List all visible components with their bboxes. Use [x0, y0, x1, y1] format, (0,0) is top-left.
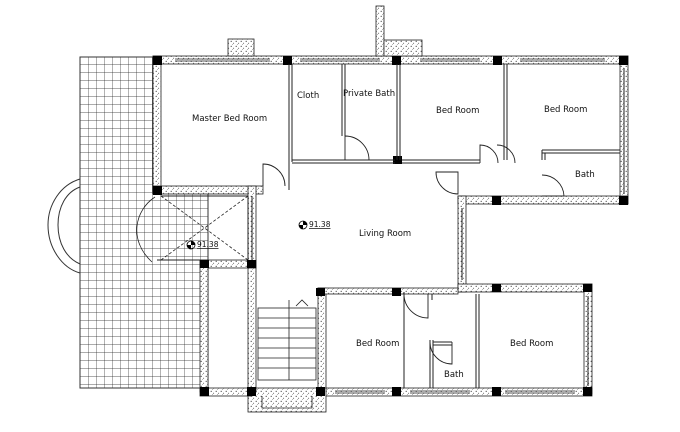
room-label-master-bed: Master Bed Room	[192, 114, 267, 124]
stairs	[257, 299, 317, 409]
room-label-bed-1: Bed Room	[436, 106, 479, 116]
stair-hall	[136, 195, 249, 263]
level-marker-stair-hall	[186, 240, 196, 250]
partitions	[157, 64, 625, 388]
windows	[175, 58, 605, 394]
room-label-bath-2: Bath	[444, 370, 464, 380]
room-label-private-bath: Private Bath	[343, 89, 395, 99]
level-marker-living	[298, 220, 308, 230]
room-label-living: Living Room	[359, 229, 411, 239]
room-label-cloth: Cloth	[297, 91, 319, 101]
room-label-bath-1: Bath	[575, 170, 595, 180]
terrace	[47, 56, 209, 389]
room-label-bed-4: Bed Room	[510, 339, 553, 349]
level-value-stair-hall: 91.38	[197, 240, 219, 249]
room-label-bed-2: Bed Room	[544, 105, 587, 115]
level-value-living: 91.38	[309, 220, 331, 229]
doors	[262, 135, 565, 365]
walls	[152, 5, 629, 413]
room-label-bed-3: Bed Room	[356, 339, 399, 349]
